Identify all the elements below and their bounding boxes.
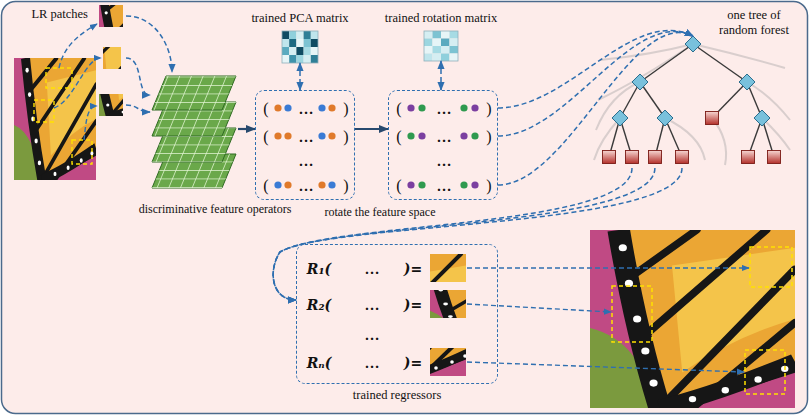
- dashed-connector: [273, 168, 682, 300]
- rotated-feature-dots: [407, 104, 478, 188]
- rotation-matrix-icon: [424, 31, 458, 61]
- feature-dots: [274, 104, 335, 188]
- bracket: (: [396, 99, 401, 118]
- patch-group: LR patches: [96, 4, 126, 118]
- output-image: [590, 230, 795, 408]
- ellipsis: …: [365, 260, 380, 278]
- regressor-name: R₁(: [307, 261, 331, 278]
- connector-path: [126, 105, 150, 112]
- bracket: (: [263, 176, 268, 195]
- caption: discriminative feature operators: [139, 202, 292, 216]
- ellipsis: …: [365, 326, 380, 344]
- regressor-name: Rₙ(: [307, 355, 332, 372]
- bracket: ): [486, 99, 491, 118]
- connector-path: [273, 168, 632, 300]
- bracket: ): [343, 99, 348, 118]
- bracket: (: [396, 127, 401, 146]
- equals-sign: )=: [404, 297, 422, 314]
- dashed-connector: [300, 63, 301, 90]
- connector-path: [238, 128, 255, 130]
- caption: trained rotation matrix: [385, 11, 497, 26]
- patch-leader: [54, 24, 101, 140]
- equals-sign: )=: [404, 355, 422, 372]
- connector-path: [355, 128, 388, 130]
- hr-patch: [370, 278, 470, 378]
- lr-patch: [70, 16, 152, 95]
- flow-arrow: [355, 129, 388, 130]
- feature-vector-box: ( …) ( …) … ( …): [255, 90, 355, 200]
- ellipsis: …: [299, 152, 314, 170]
- placement-leader: [467, 268, 749, 372]
- regressor-box: trained regressorsR₁(…)=R₂(…)=…Rₙ(…)=: [296, 244, 498, 384]
- patch-frames: [34, 68, 92, 164]
- dashed-connector: [498, 30, 693, 185]
- ellipsis: …: [365, 354, 380, 372]
- ellipsis: …: [437, 128, 452, 146]
- operation-label: rotate the feature space: [325, 205, 436, 219]
- tree-branches: [609, 44, 774, 157]
- regressor-name: R₂(: [307, 297, 331, 314]
- bracket: (: [263, 99, 268, 118]
- pca-matrix-icon: [282, 31, 318, 63]
- bracket: ): [343, 176, 348, 195]
- dashed-connector: [126, 16, 172, 112]
- connector-path: [273, 168, 682, 300]
- random-forest-tree: one tree of random forest: [585, 36, 795, 168]
- connector-path: [299, 63, 301, 90]
- ellipsis: …: [299, 128, 314, 146]
- connector-path: [498, 32, 693, 136]
- caption: trained regressors: [353, 388, 442, 403]
- leaf-node: [603, 112, 781, 164]
- dashed-connector: [441, 61, 442, 90]
- input-image: [14, 58, 96, 180]
- rotated-feature-box: ( …) ( …) … ( …): [388, 90, 498, 200]
- connector-path: [498, 33, 693, 185]
- connector-path: [126, 16, 172, 72]
- lr-patch: [83, 37, 163, 116]
- connector-path: [126, 58, 150, 95]
- bracket: ): [486, 176, 491, 195]
- ellipsis: …: [437, 177, 452, 195]
- pca-matrix: trained PCA matrix: [282, 31, 318, 63]
- rotation-matrix: trained rotation matrix: [424, 31, 458, 61]
- split-node: [612, 36, 770, 126]
- caption: LR patches: [31, 7, 88, 22]
- bracket: (: [396, 176, 401, 195]
- caption: one tree of random forest: [708, 8, 800, 38]
- equals-sign: )=: [404, 261, 422, 278]
- connector-path: [498, 30, 693, 108]
- ellipsis: …: [437, 100, 452, 118]
- bracket: (: [263, 127, 268, 146]
- connector-path: [273, 168, 655, 300]
- bracket: ): [486, 127, 491, 146]
- flow-arrow: [238, 129, 255, 130]
- connector-path: [440, 61, 442, 90]
- bracket: ): [343, 127, 348, 146]
- ellipsis: …: [299, 177, 314, 195]
- ellipsis: …: [437, 152, 452, 170]
- feature-operator-layers: [152, 76, 236, 188]
- ellipsis: …: [365, 296, 380, 314]
- caption: trained PCA matrix: [251, 11, 348, 26]
- forest-background-branches: [594, 44, 790, 165]
- output-frames: [612, 247, 792, 394]
- feature-operator-stack: discriminative feature operators: [150, 72, 238, 194]
- ellipsis: …: [299, 100, 314, 118]
